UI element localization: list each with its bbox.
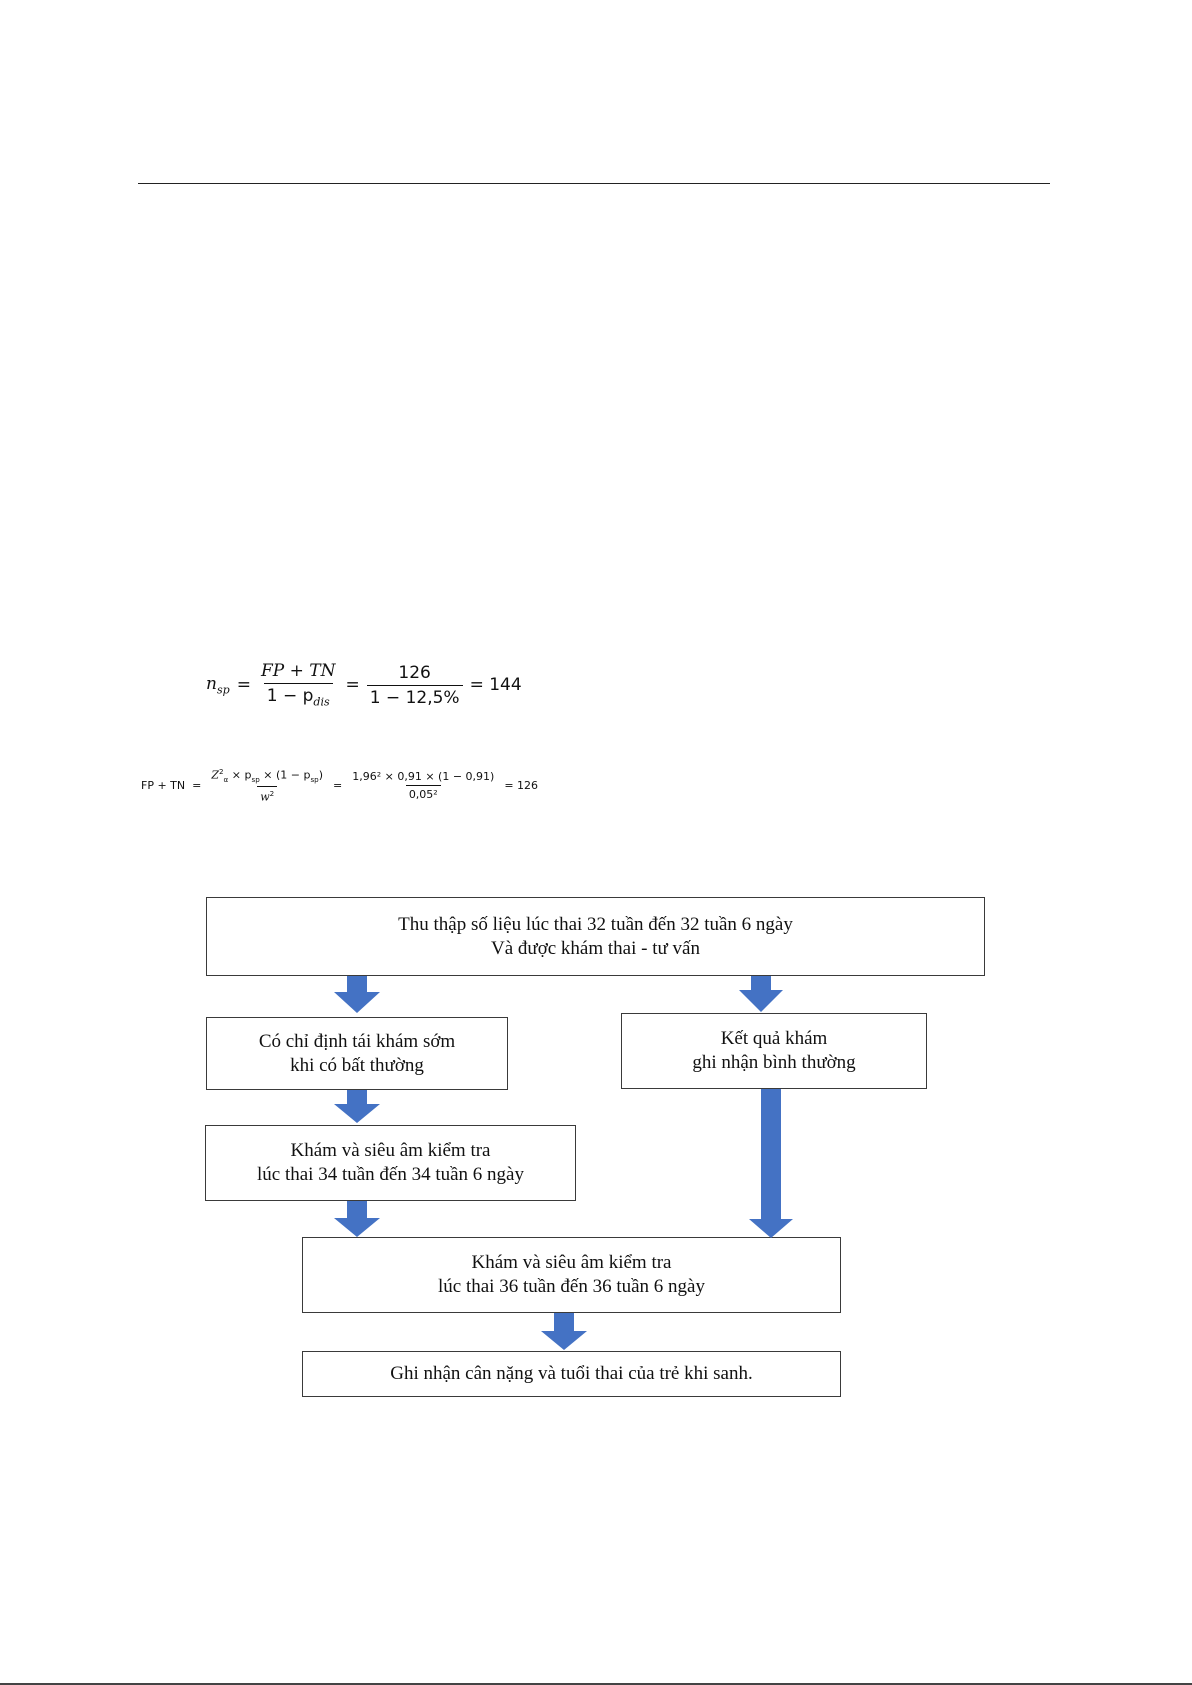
flow-box-record-birth: Ghi nhận cân nặng và tuổi thai của trẻ k… <box>302 1351 841 1397</box>
formula-fptn-fraction-symbolic: Z2α × psp × (1 − psp) w2 <box>211 766 323 804</box>
formula-fraction-numeric: 126 1 − 12,5% <box>366 663 463 708</box>
arrow-down-icon <box>334 1201 380 1237</box>
formula-lhs: nsp <box>206 673 230 697</box>
arrow-down-icon <box>739 976 783 1012</box>
formula-fptn-result: = 126 <box>504 778 539 792</box>
page-bottom-border <box>0 1683 1192 1685</box>
formula-fptn-fraction-numeric: 1,96² × 0,91 × (1 − 0,91) 0,05² <box>352 769 495 801</box>
flow-box-data-collection: Thu thập số liệu lúc thai 32 tuần đến 32… <box>206 897 985 976</box>
arrow-down-icon <box>749 1089 793 1238</box>
formula-fraction-symbolic: FP + TN 1 − pdis <box>260 661 336 709</box>
formula-fp-tn: FP + TN = Z2α × psp × (1 − psp) w2 = 1,9… <box>141 766 539 804</box>
formula-fptn-lhs: FP + TN <box>141 778 186 792</box>
arrow-down-icon <box>334 976 380 1013</box>
formula-result: = 144 <box>469 675 522 695</box>
formula-sample-size: nsp = FP + TN 1 − pdis = 126 1 − 12,5% =… <box>206 661 522 709</box>
arrow-down-icon <box>334 1090 380 1123</box>
arrow-down-icon <box>541 1313 587 1350</box>
header-rule <box>138 183 1050 184</box>
